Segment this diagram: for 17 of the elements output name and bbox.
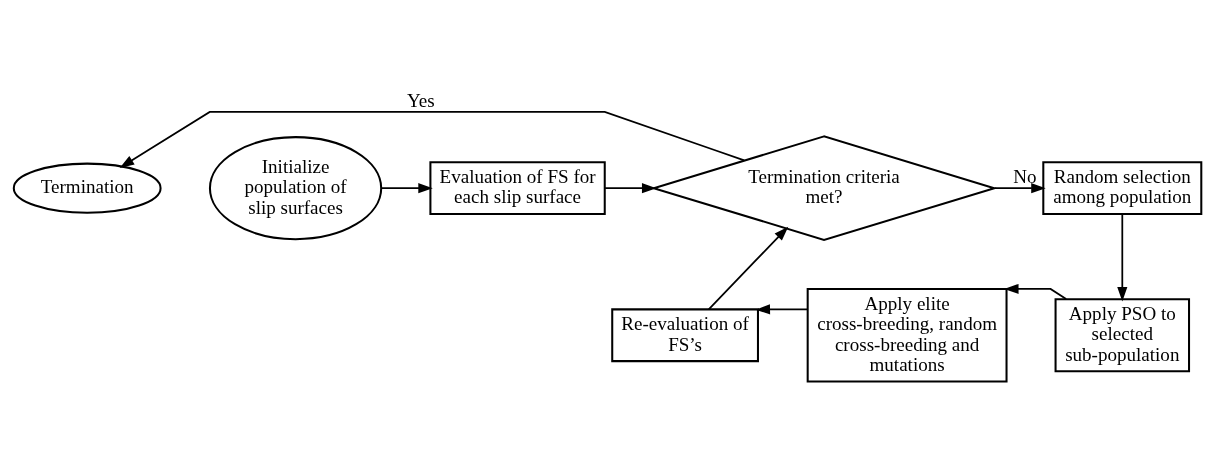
arrow (707, 226, 789, 311)
node-box: Apply PSO to selected sub-population (1054, 298, 1191, 373)
arrow (119, 111, 746, 168)
arrow (755, 304, 809, 315)
arrow (993, 183, 1046, 194)
edge-label: No (1013, 165, 1037, 187)
arrow (1117, 213, 1128, 302)
arrow (380, 183, 433, 194)
node-box: Apply elite cross-breeding, random cross-breeding and mutations (806, 287, 1008, 383)
node-box: Re-evaluation of FS’s (611, 308, 759, 363)
node-box: Evaluation of FS for each slip surface (429, 161, 606, 216)
node-box: Random selection among population (1042, 161, 1203, 216)
node-ellipse: Termination (12, 162, 162, 214)
arrow (604, 183, 657, 194)
node-ellipse: Initialize population of slip surfaces (208, 136, 383, 241)
arrow (1004, 283, 1067, 300)
edge-label: Yes (406, 89, 435, 111)
